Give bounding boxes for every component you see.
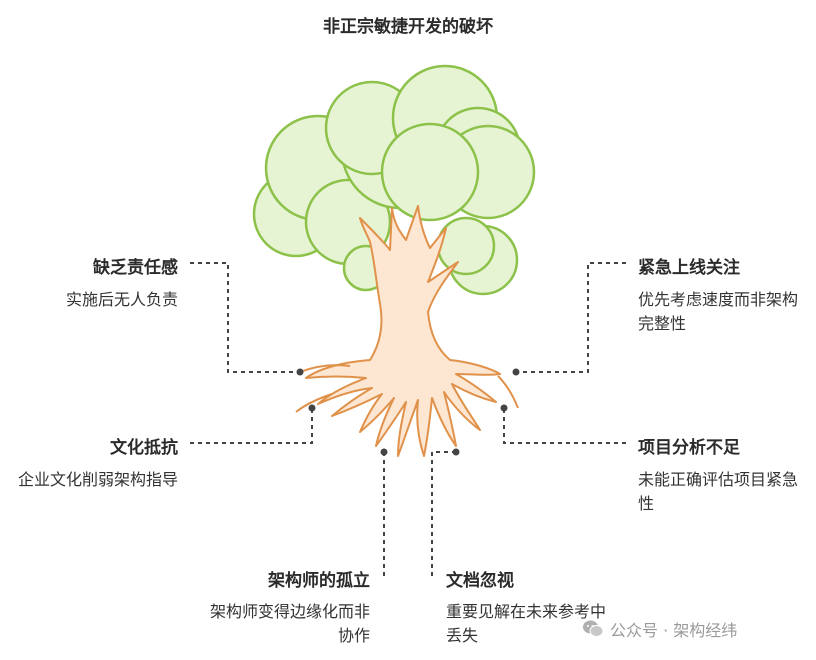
desc-accountability: 实施后无人负责: [65, 290, 178, 309]
connector-accountability: [190, 262, 300, 373]
connector-docs: [431, 451, 456, 576]
desc-architect-isolation: 架构师变得边缘化而非协作: [209, 602, 370, 645]
connector-urgent-launch: [516, 262, 626, 373]
tree-trunk: [295, 205, 519, 457]
desc-project-analysis: 未能正确评估项目紧急性: [638, 470, 799, 513]
tree-canopy: [252, 64, 536, 296]
heading-urgent-launch: 紧急上线关注: [638, 258, 740, 278]
desc-doc-neglect: 重要见解在未来参考中丢失: [446, 602, 607, 645]
heading-project-analysis: 项目分析不足: [638, 438, 740, 458]
desc-culture: 企业文化削弱架构指导: [17, 470, 178, 489]
connector-project-analysis: [503, 408, 626, 444]
connector-culture: [190, 408, 313, 444]
watermark: 公众号 · 架构经纬: [582, 617, 737, 641]
wechat-icon: [583, 620, 604, 637]
connectors: [190, 262, 626, 576]
heading-doc-neglect: 文档忽视: [446, 571, 514, 591]
connector-dots: [296, 368, 520, 456]
heading-culture: 文化抵抗: [110, 438, 178, 458]
watermark-text: 公众号 · 架构经纬: [610, 621, 738, 640]
diagram-title: 非正宗敏捷开发的破坏: [323, 17, 493, 37]
heading-accountability: 缺乏责任感: [93, 258, 178, 278]
heading-architect-isolation: 架构师的孤立: [268, 571, 370, 591]
desc-urgent-launch: 优先考虑速度而非架构完整性: [638, 290, 799, 333]
